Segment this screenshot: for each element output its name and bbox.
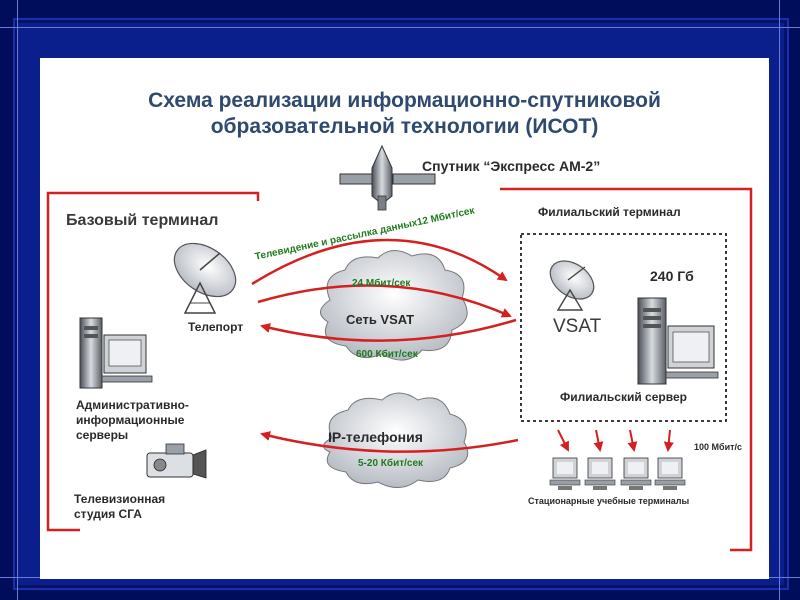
ip-speed: 5-20 Кбит/сек xyxy=(358,458,424,469)
vsat-dish-icon xyxy=(549,260,595,311)
slide: Схема реализации информационно-спутников… xyxy=(40,58,769,579)
vsat-downlink-arrow xyxy=(260,318,517,342)
vsat-cloud-label: Сеть VSAT xyxy=(346,312,415,327)
vsat-uplink-arrow xyxy=(257,284,512,318)
vsat-cloud xyxy=(320,250,468,361)
terminal-3-icon xyxy=(620,457,652,490)
ip-cloud xyxy=(323,392,469,488)
vsat-uplink-speed: 24 Мбит/сек xyxy=(352,278,411,289)
frame-line-top xyxy=(0,27,800,28)
terminal-2-icon xyxy=(584,457,616,490)
ip-arrow xyxy=(260,431,519,453)
branch-dashed-box xyxy=(520,233,727,422)
vsat-downlink-speed: 600 Кбит/сек xyxy=(356,349,418,360)
tv-link-arrow xyxy=(251,238,508,286)
diagram-graphics xyxy=(46,144,753,552)
branch-server-label: Филиальский сервер xyxy=(560,390,687,404)
ip-cloud-label: IP-телефония xyxy=(328,429,423,445)
storage-label: 240 Гб xyxy=(650,268,694,284)
lan-speed-label: 100 Мбит/с xyxy=(694,442,743,452)
tv-studio-label: Телевизионная студия СГА xyxy=(74,492,166,521)
frame-line-right xyxy=(779,0,780,600)
video-camera-icon xyxy=(146,443,207,479)
vsat-label: VSAT xyxy=(553,316,602,337)
base-terminal-frame xyxy=(46,191,260,532)
base-terminal-label: Базовый терминал xyxy=(66,212,219,229)
admin-servers-computer-icon xyxy=(79,317,153,389)
branch-terminal-frame xyxy=(500,187,753,552)
terminals-label: Стационарные учебные терминалы xyxy=(528,496,690,506)
terminal-4-icon xyxy=(654,457,686,490)
satellite-icon xyxy=(339,144,436,211)
teleport-dish-icon xyxy=(173,242,237,314)
branch-server-computer-icon xyxy=(637,297,719,385)
teleport-label: Телепорт xyxy=(188,320,244,334)
branch-terminal-label: Филиальский терминал xyxy=(538,205,681,219)
terminal-arrows xyxy=(557,429,674,452)
admin-servers-label: Административно- информационные серверы xyxy=(76,398,189,442)
terminal-1-icon xyxy=(549,457,581,490)
frame-line-left xyxy=(17,0,18,600)
satellite-label: Спутник “Экспресс АМ-2” xyxy=(422,158,601,174)
diagram-title: Схема реализации информационно-спутников… xyxy=(148,89,661,138)
